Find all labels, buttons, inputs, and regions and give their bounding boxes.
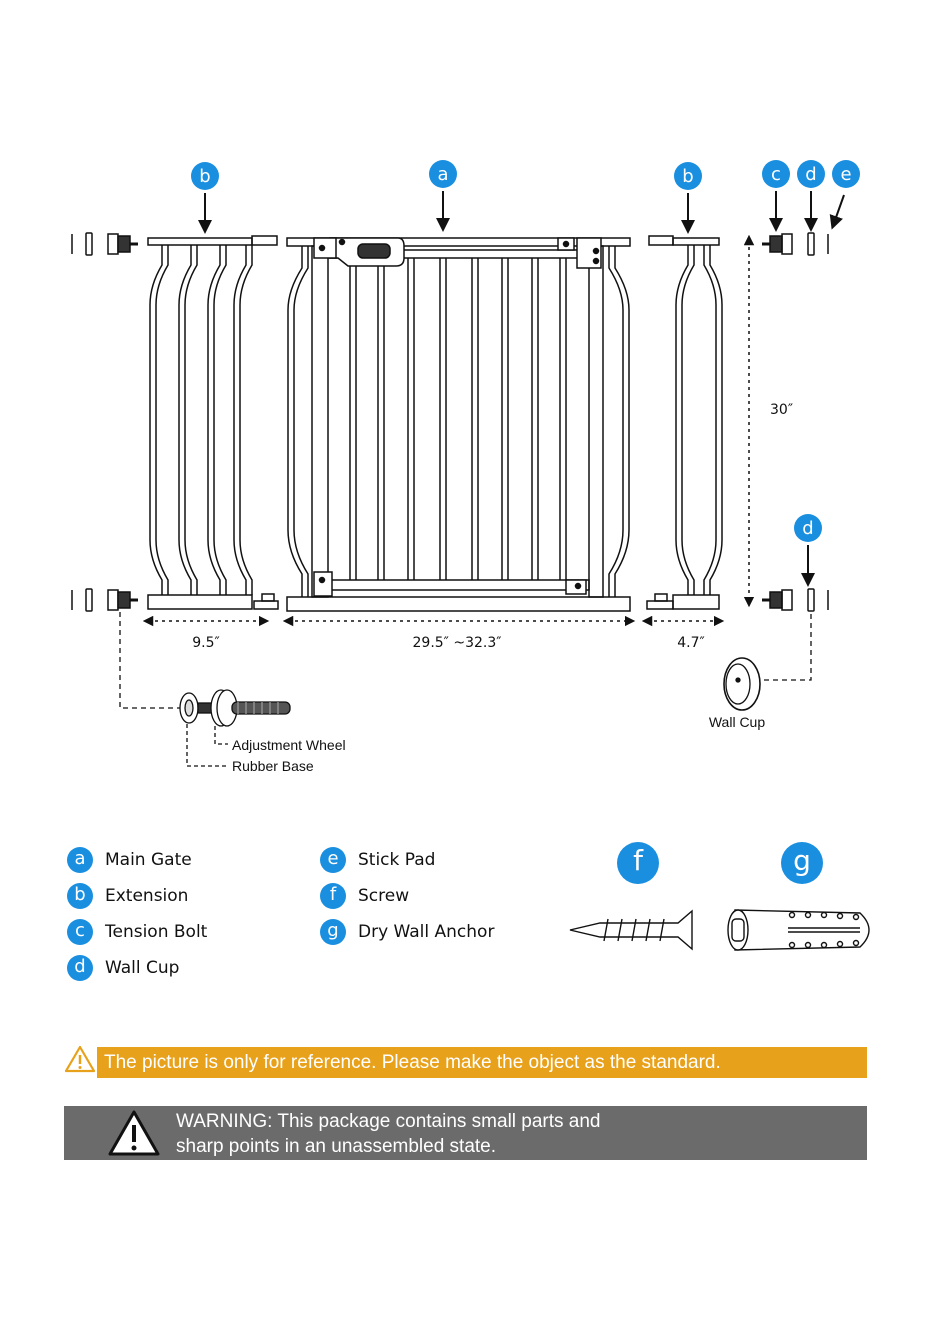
wall-cup-detail [723, 614, 812, 711]
legend-label: Main Gate [105, 850, 192, 870]
gate-assembly-diagram: b a b c d e d [71, 160, 860, 774]
warning-line-1: WARNING: This package contains small par… [176, 1111, 601, 1132]
dry-wall-anchor-icon [727, 909, 870, 951]
warning-icon [108, 1110, 160, 1156]
legend-label: Wall Cup [105, 958, 180, 978]
parts-illustration [569, 909, 870, 951]
legend-column-2: e Stick Pad f Screw g Dry Wall Anchor [320, 842, 494, 950]
callout-d-top-letter: d [805, 164, 816, 185]
screw-badge: f [617, 842, 659, 884]
legend-badge: d [67, 955, 93, 981]
height-dimension: 30″ [743, 234, 793, 608]
left-extension-width-label: 9.5″ [192, 635, 220, 651]
legend-item-dry-wall-anchor: g Dry Wall Anchor [320, 914, 494, 950]
legend-item-stick-pad: e Stick Pad [320, 842, 494, 878]
callout-b-right: b [674, 162, 702, 234]
legend-label: Extension [105, 886, 189, 906]
callout-d-bottom-letter: d [802, 518, 813, 539]
tension-bolt-detail [119, 612, 291, 767]
anchor-badge: g [781, 842, 823, 884]
right-extension [646, 235, 723, 610]
legend-item-extension: b Extension [67, 878, 207, 914]
main-gate-width-label: 29.5″ ~32.3″ [413, 635, 502, 651]
adjustment-wheel-label: Adjustment Wheel [232, 737, 346, 753]
main-gate [286, 237, 631, 612]
main-gate-width-dimension: 29.5″ ~32.3″ [282, 615, 636, 651]
legend-label: Screw [358, 886, 410, 906]
callout-a: a [429, 160, 457, 232]
rubber-base-label: Rubber Base [232, 758, 314, 774]
legend-item-screw: f Screw [320, 878, 494, 914]
right-extension-width-label: 4.7″ [677, 635, 705, 651]
height-dimension-label: 30″ [770, 402, 793, 418]
reference-notice: The picture is only for reference. Pleas… [97, 1047, 867, 1078]
callout-e-letter: e [840, 164, 851, 185]
legend-label: Stick Pad [358, 850, 436, 870]
callout-c-letter: c [771, 164, 781, 185]
reference-notice-text: The picture is only for reference. Pleas… [104, 1051, 721, 1073]
legend-item-wall-cup: d Wall Cup [67, 950, 207, 986]
warning-line-2: sharp points in an unassembled state. [176, 1136, 497, 1157]
callout-b-left: b [191, 162, 219, 234]
left-bottom-hardware [71, 588, 138, 612]
left-top-hardware [71, 232, 138, 256]
right-bottom-hardware [762, 588, 829, 612]
callout-d-bottom: d [794, 514, 822, 587]
caution-icon [64, 1045, 96, 1073]
right-top-hardware [762, 232, 829, 256]
legend-column-1: a Main Gate b Extension c Tension Bolt d… [67, 842, 207, 986]
warning-banner: WARNING: This package contains small par… [64, 1106, 867, 1160]
warning-text: WARNING: This package contains small par… [176, 1109, 836, 1159]
legend-badge: a [67, 847, 93, 873]
legend-badge: c [67, 919, 93, 945]
screw-icon [569, 909, 693, 951]
callout-e: e [829, 160, 860, 230]
legend-item-tension-bolt: c Tension Bolt [67, 914, 207, 950]
legend-label: Tension Bolt [105, 922, 208, 942]
callout-c: c [762, 160, 790, 232]
callout-b-right-letter: b [682, 166, 693, 187]
legend-badge: g [320, 919, 346, 945]
legend-item-main-gate: a Main Gate [67, 842, 207, 878]
legend-badge: b [67, 883, 93, 909]
legend-badge: e [320, 847, 346, 873]
callout-b-left-letter: b [199, 166, 210, 187]
wall-cup-label: Wall Cup [709, 714, 765, 730]
legend-label: Dry Wall Anchor [358, 922, 495, 942]
right-extension-width-dimension: 4.7″ [641, 615, 725, 651]
callout-d-top: d [797, 160, 825, 232]
callout-a-letter: a [437, 164, 448, 185]
legend-badge: f [320, 883, 346, 909]
left-extension-width-dimension: 9.5″ [142, 615, 270, 651]
left-extension [147, 235, 279, 610]
